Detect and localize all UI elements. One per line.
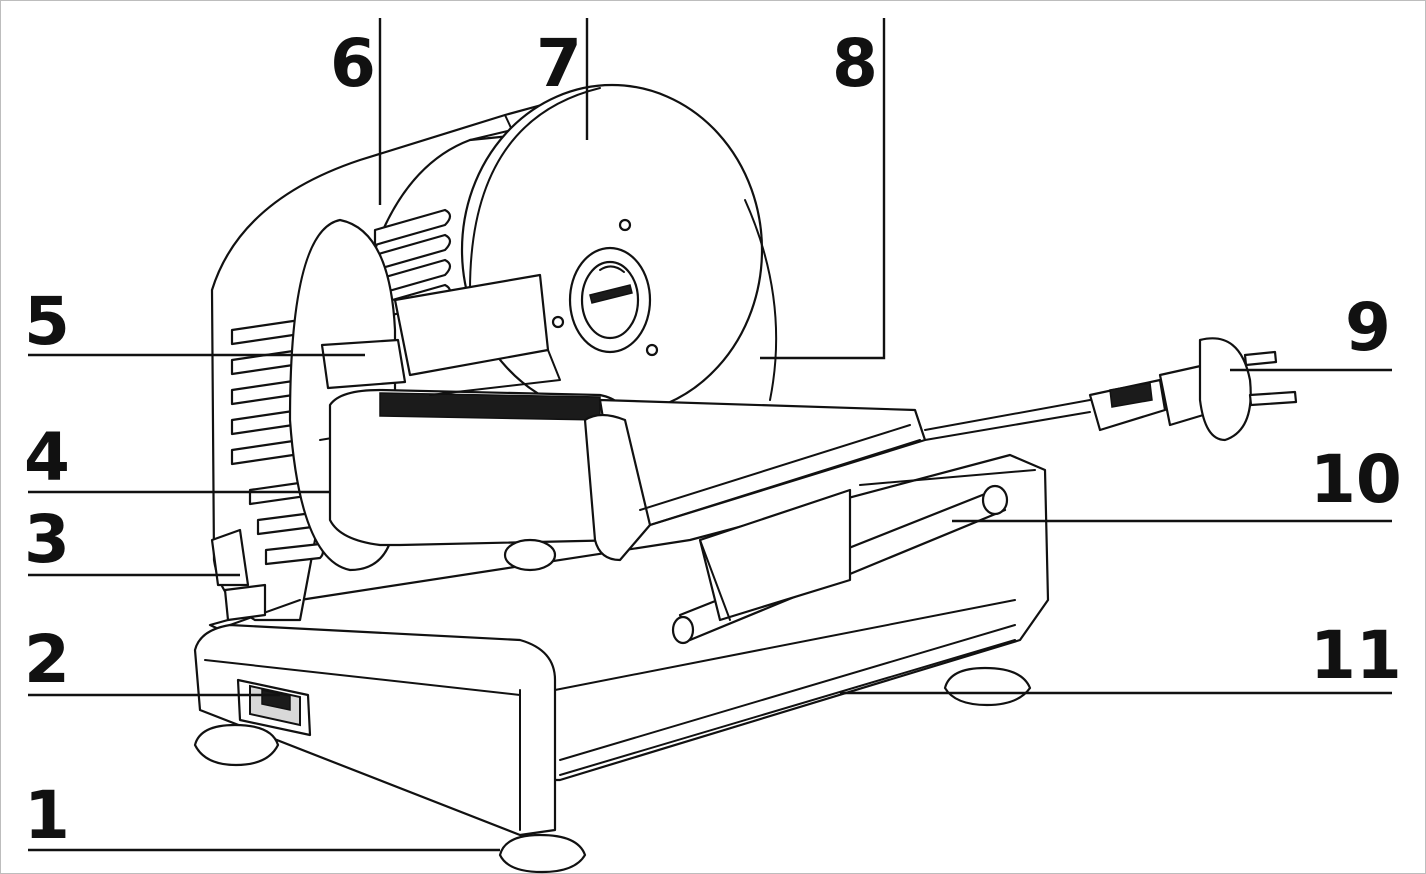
callout-4: 4: [24, 419, 70, 496]
leader-line-8: [760, 18, 886, 360]
carriage-support: [503, 488, 852, 622]
callout-9: 9: [1345, 289, 1391, 366]
leader-lines: [28, 18, 1392, 852]
blade: [460, 83, 778, 417]
power-switch: [236, 678, 312, 737]
callout-8: 8: [832, 25, 878, 102]
power-cord: [924, 337, 1298, 442]
callout-10: 10: [1310, 441, 1402, 518]
callout-3: 3: [24, 501, 70, 578]
thickness-knob: [210, 528, 267, 622]
slide-table: [583, 398, 927, 562]
callout-5: 5: [24, 283, 70, 360]
callout-1: 1: [24, 777, 70, 854]
callout-6: 6: [330, 25, 376, 102]
callout-7: 7: [536, 25, 582, 102]
callout-labels: 1 2 3 4 5 6 7 8 9 10 11: [24, 25, 1402, 854]
base-front-housing: [193, 599, 557, 837]
callout-11: 11: [1310, 617, 1402, 694]
slicer-drawing: [193, 83, 1298, 874]
callout-2: 2: [24, 621, 70, 698]
suction-feet: [193, 666, 1032, 874]
